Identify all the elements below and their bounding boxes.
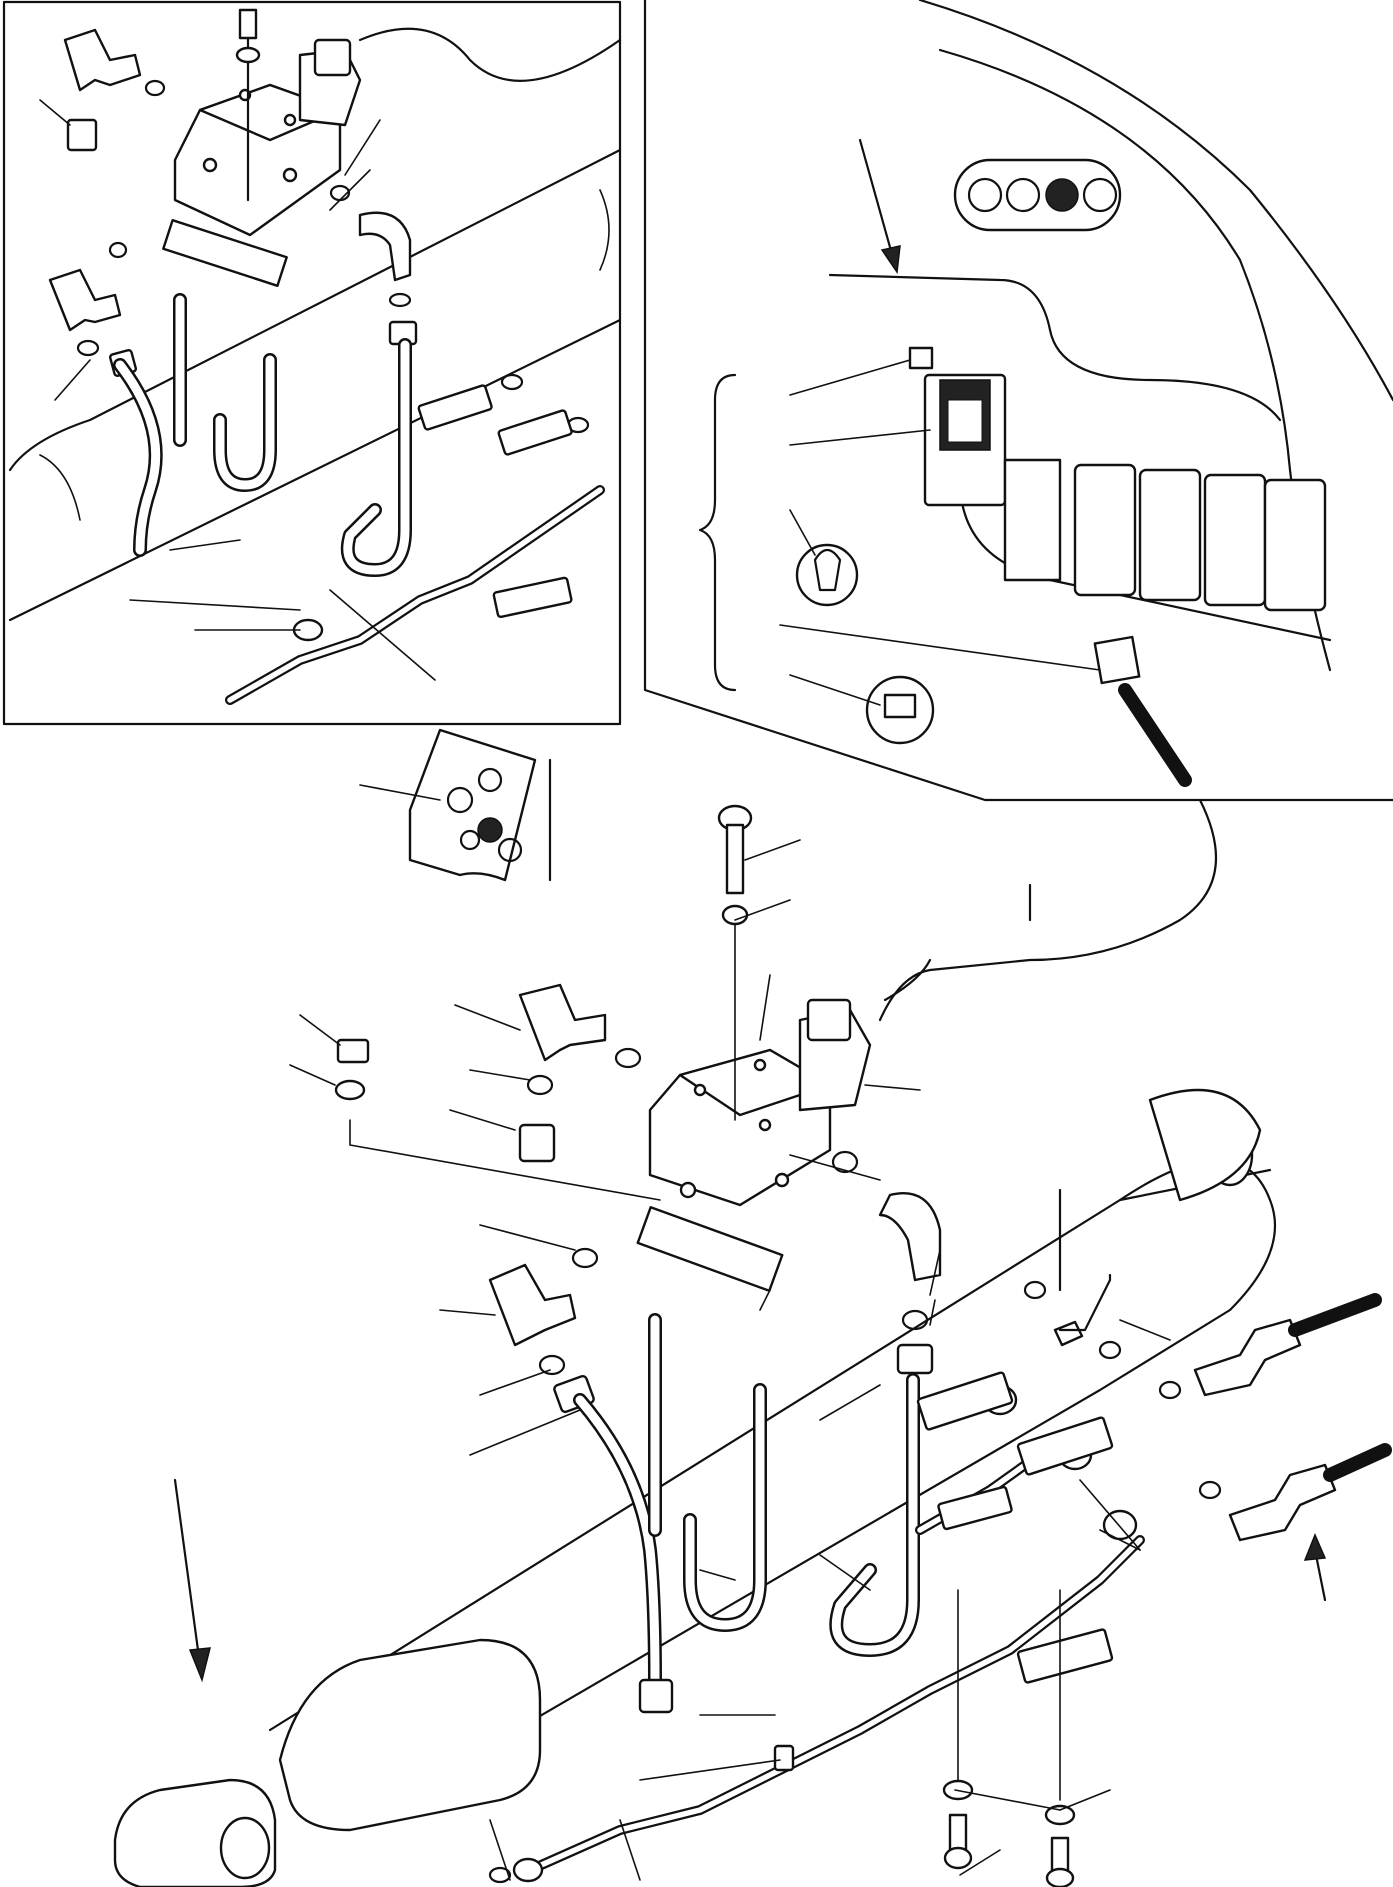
seal-kit-bag — [410, 730, 535, 880]
inset-detail-valve — [4, 2, 620, 724]
flexible-hose — [580, 1400, 655, 1680]
washer — [336, 1081, 364, 1099]
solenoid-valve-block — [650, 1000, 870, 1205]
wiring-connector — [1095, 637, 1139, 683]
pipe-clamp — [418, 385, 492, 430]
bracket-brace — [700, 375, 735, 690]
mounting-plate — [638, 1207, 783, 1291]
o-ring — [146, 81, 164, 95]
switch-row — [1075, 465, 1325, 610]
indicator-bulb — [797, 545, 857, 605]
inset-dashboard — [645, 0, 1393, 800]
pointer-arrow — [860, 140, 895, 265]
mounting-plate — [163, 220, 286, 286]
bolt — [719, 806, 751, 1120]
nut — [338, 1040, 368, 1062]
solenoid-valve-block — [175, 40, 360, 235]
dashboard-panel — [920, 0, 1393, 400]
rocker-switch — [925, 375, 1005, 505]
main-assembly — [115, 730, 1385, 1887]
elbow-fitting — [65, 30, 140, 90]
o-ring — [616, 1049, 640, 1067]
quick-coupler — [1055, 1300, 1385, 1540]
pipe-clamp — [917, 1372, 1012, 1430]
elbow-fitting — [520, 985, 605, 1060]
union-fitting — [520, 1125, 554, 1161]
inset-frame — [4, 2, 620, 724]
pointer-arrow — [175, 1480, 200, 1665]
hydraulic-cylinder — [115, 1090, 1275, 1887]
